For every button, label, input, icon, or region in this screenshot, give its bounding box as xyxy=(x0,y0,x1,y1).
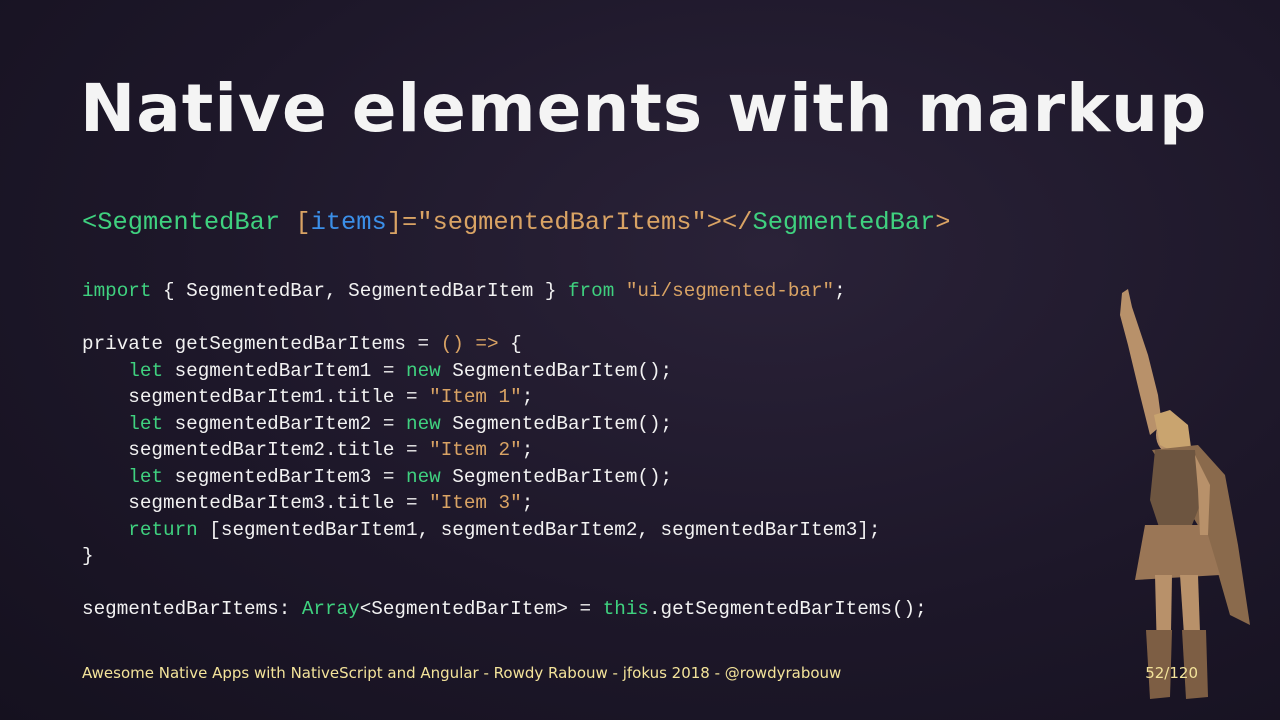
code-token: [ xyxy=(295,208,311,237)
code-token: segmentedBarItem2.title = xyxy=(82,439,430,461)
code-token: segmentedBarItem1 = xyxy=(163,359,406,382)
code-token: "Item 2" xyxy=(429,439,522,461)
code-line xyxy=(82,570,927,597)
code-line: let segmentedBarItem2 = new SegmentedBar… xyxy=(82,411,927,438)
code-token: items xyxy=(310,208,387,237)
code-token: segmentedBarItem2 = xyxy=(163,412,406,435)
code-token: from xyxy=(567,280,615,302)
code-token: ; xyxy=(521,439,534,461)
code-token: segmentedBarItem3 = xyxy=(163,465,406,488)
code-token: () => xyxy=(440,333,499,355)
code-block: import { SegmentedBar, SegmentedBarItem … xyxy=(82,278,927,623)
code-token: segmentedBarItems: xyxy=(82,598,302,620)
code-token: <SegmentedBarItem> = xyxy=(359,598,603,620)
footer-text: Awesome Native Apps with NativeScript an… xyxy=(82,664,842,682)
code-token: "ui/segmented-bar" xyxy=(614,280,835,302)
code-line: segmentedBarItem1.title = "Item 1"; xyxy=(82,384,927,411)
code-line: return [segmentedBarItem1, segmentedBarI… xyxy=(82,517,927,544)
code-token: { SegmentedBar, SegmentedBarItem } xyxy=(151,280,568,302)
code-token: <SegmentedBar xyxy=(82,208,296,237)
code-token: segmentedBarItem3.title = xyxy=(82,492,430,514)
markup-example: <SegmentedBar [items]="segmentedBarItems… xyxy=(82,208,951,237)
page-number: 52/120 xyxy=(1145,664,1198,682)
code-token: return xyxy=(128,518,198,541)
code-token: { xyxy=(498,333,522,355)
code-token: "Item 1" xyxy=(429,386,522,408)
code-line: private getSegmentedBarItems = () => { xyxy=(82,331,927,358)
code-token: let xyxy=(128,359,164,382)
code-token: [segmentedBarItem1, segmentedBarItem2, s… xyxy=(197,518,881,541)
code-token: ; xyxy=(834,280,846,302)
code-line: segmentedBarItem3.title = "Item 3"; xyxy=(82,490,927,517)
code-token: private getSegmentedBarItems = xyxy=(82,333,441,355)
superhero-figure-image xyxy=(1120,289,1250,699)
code-line xyxy=(82,305,927,332)
code-line: segmentedBarItem2.title = "Item 2"; xyxy=(82,437,927,464)
code-token: .getSegmentedBarItems(); xyxy=(648,598,927,620)
code-token: new xyxy=(406,359,441,382)
code-token: } xyxy=(82,545,94,567)
code-token: this xyxy=(602,598,649,620)
code-token xyxy=(82,413,128,435)
code-token: SegmentedBarItem(); xyxy=(440,412,673,435)
code-token: > xyxy=(935,208,951,237)
code-token: segmentedBarItem1.title = xyxy=(82,386,430,408)
code-token: ]="segmentedBarItems"></ xyxy=(386,208,753,237)
slide-title: Native elements with markup xyxy=(80,70,1208,147)
code-token: let xyxy=(128,412,164,435)
code-token: let xyxy=(128,465,164,488)
code-token: Array xyxy=(301,598,360,620)
code-token: SegmentedBar xyxy=(752,208,936,237)
code-line: let segmentedBarItem1 = new SegmentedBar… xyxy=(82,358,927,385)
code-token: new xyxy=(406,412,441,435)
code-token: ; xyxy=(521,386,534,408)
code-line: let segmentedBarItem3 = new SegmentedBar… xyxy=(82,464,927,491)
code-token: "Item 3" xyxy=(429,492,522,514)
code-token: SegmentedBarItem(); xyxy=(440,465,673,488)
code-token xyxy=(82,466,128,488)
code-token xyxy=(82,360,128,382)
code-token: import xyxy=(82,280,152,302)
code-line: } xyxy=(82,543,927,570)
code-token: SegmentedBarItem(); xyxy=(440,359,673,382)
code-token: new xyxy=(406,465,441,488)
code-token: ; xyxy=(521,492,534,514)
code-line: import { SegmentedBar, SegmentedBarItem … xyxy=(82,278,927,305)
code-token xyxy=(82,519,128,541)
code-line: segmentedBarItems: Array<SegmentedBarIte… xyxy=(82,596,927,623)
